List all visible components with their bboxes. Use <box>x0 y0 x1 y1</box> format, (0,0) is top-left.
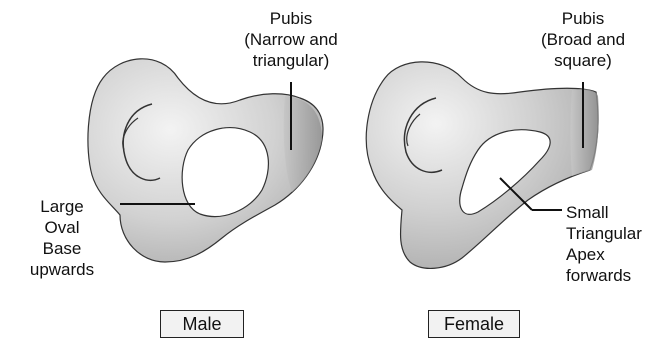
female-foramen-line-4: forwards <box>566 265 660 286</box>
female-hip-bone <box>366 62 598 269</box>
male-caption: Male <box>160 310 244 338</box>
female-pubis-label: Pubis (Broad and square) <box>518 8 648 71</box>
male-pubis-title: Pubis <box>226 8 356 29</box>
female-foramen-line-2: Triangular <box>566 223 660 244</box>
male-foramen-line-2: Oval <box>12 217 112 238</box>
female-bone-outline <box>366 62 598 269</box>
male-foramen-label: Large Oval Base upwards <box>12 196 112 280</box>
female-pubis-desc-1: (Broad and <box>518 29 648 50</box>
female-caption: Female <box>428 310 520 338</box>
male-hip-bone <box>88 59 323 262</box>
male-foramen-line-1: Large <box>12 196 112 217</box>
female-foramen-line-1: Small <box>566 202 660 223</box>
male-foramen-line-3: Base <box>12 238 112 259</box>
male-pubis-desc-1: (Narrow and <box>226 29 356 50</box>
female-pubis-shade <box>571 89 599 176</box>
female-pubis-desc-2: square) <box>518 50 648 71</box>
male-pubis-label: Pubis (Narrow and triangular) <box>226 8 356 71</box>
female-foramen-line-3: Apex <box>566 244 660 265</box>
male-foramen-line-4: upwards <box>12 259 112 280</box>
female-foramen-label: Small Triangular Apex forwards <box>566 202 660 286</box>
male-pubis-desc-2: triangular) <box>226 50 356 71</box>
female-pubis-title: Pubis <box>518 8 648 29</box>
